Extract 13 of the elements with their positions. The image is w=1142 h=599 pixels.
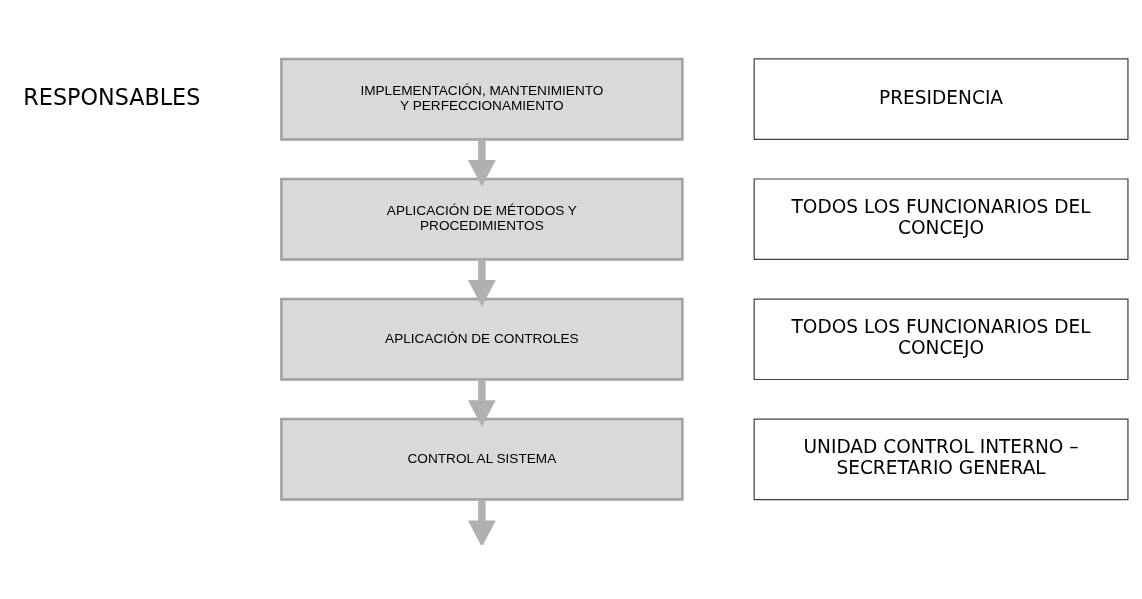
node-box: APLICACIÓN DE CONTROLES [280, 297, 684, 381]
node-box: PRESIDENCIA [753, 58, 1129, 140]
node-box: APLICACIÓN DE MÉTODOS Y PROCEDIMIENTOS [280, 177, 684, 261]
node-box: UNIDAD CONTROL INTERNO – SECRETARIO GENERAL [753, 418, 1129, 501]
arrow [467, 379, 496, 427]
label: RESPONSABLES [23, 83, 201, 110]
node-box: TODOS LOS FUNCIONARIOS DEL CONCEJO [753, 298, 1129, 381]
arrow [467, 499, 496, 545]
arrow [467, 259, 496, 307]
node-box: IMPLEMENTACIÓN, MANTENIMIENTO Y PERFECCIONAMIENTO [280, 57, 684, 141]
node-box: CONTROL AL SISTEMA [280, 417, 684, 501]
arrow [467, 139, 496, 187]
node-box: TODOS LOS FUNCIONARIOS DEL CONCEJO [753, 178, 1129, 261]
